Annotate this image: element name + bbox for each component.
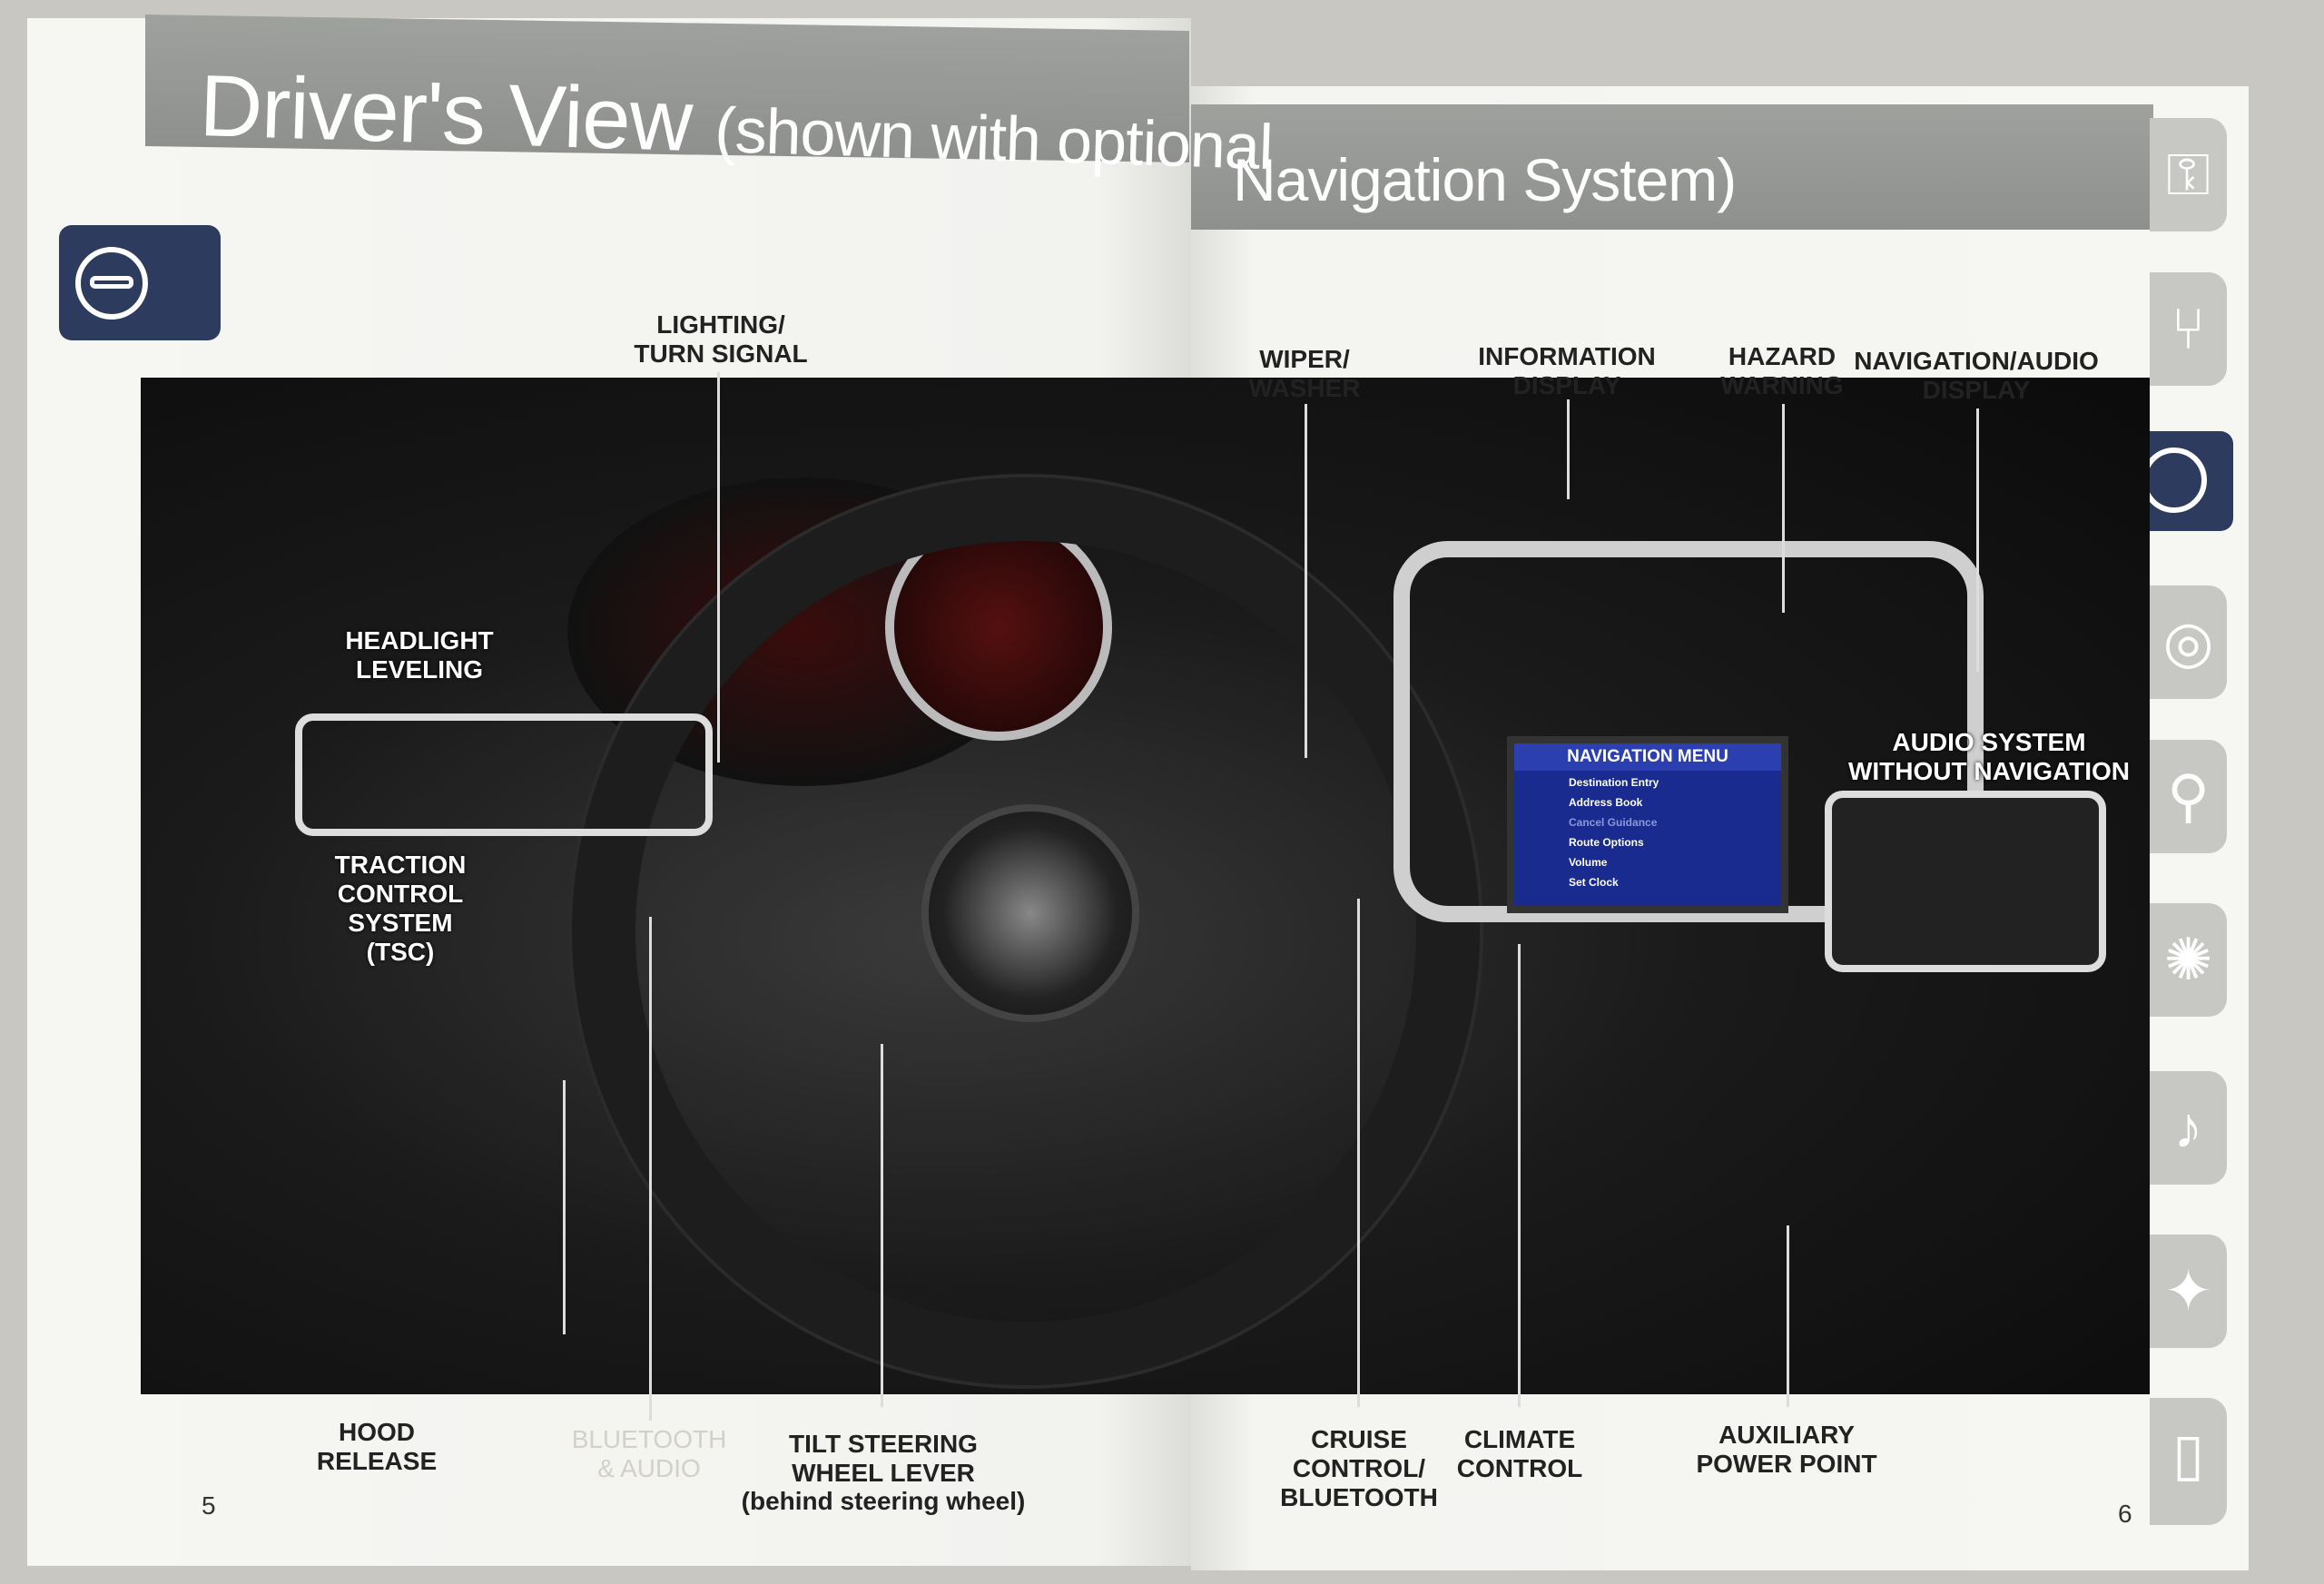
title-band-right <box>1191 104 2153 230</box>
label-lighting-turn-signal: LIGHTING/ TURN SIGNAL <box>634 310 808 368</box>
page-number-right: 6 <box>2118 1500 2132 1528</box>
callout-line <box>1782 404 1785 613</box>
callout-line <box>649 917 652 1421</box>
climate-icon[interactable]: ✺ <box>2150 903 2227 1017</box>
callout-line <box>1305 404 1307 758</box>
callout-line <box>1976 408 1979 672</box>
label-navigation-audio-display: NAVIGATION/AUDIO DISPLAY <box>1854 347 2099 404</box>
page-title-continued: Navigation System) <box>1233 146 1737 213</box>
callout-line <box>1518 944 1521 1407</box>
callout-line <box>563 1080 566 1334</box>
music-icon[interactable]: ♪ <box>2150 1071 2227 1185</box>
label-audio-without-navigation: AUDIO SYSTEM WITHOUT NAVIGATION <box>1847 728 2131 785</box>
label-hazard-warning: HAZARD WARNING <box>1720 342 1844 399</box>
headlight-leveling-callout <box>295 713 713 836</box>
nav-menu-item[interactable]: Volume <box>1569 856 1608 869</box>
label-auxiliary-power-point: AUXILIARY POWER POINT <box>1696 1421 1877 1478</box>
callout-line <box>1357 899 1360 1407</box>
callout-line <box>1787 1225 1789 1407</box>
mazda-logo <box>921 804 1139 1022</box>
label-information-display: INFORMATION DISPLAY <box>1478 342 1656 399</box>
phone-icon[interactable]: ▯ <box>2150 1398 2227 1525</box>
navigation-screen: NAVIGATION MENU Destination Entry Addres… <box>1507 736 1788 913</box>
label-cruise-control: CRUISE CONTROL/ BLUETOOTH <box>1280 1425 1438 1511</box>
label-traction-control: TRACTION CONTROL SYSTEM (TSC) <box>334 851 467 966</box>
section-tab-left[interactable] <box>59 225 221 340</box>
label-hood-release: HOOD RELEASE <box>316 1418 438 1475</box>
dashboard-photo: NAVIGATION MENU Destination Entry Addres… <box>141 378 2150 1394</box>
page-number-left: 5 <box>202 1491 216 1520</box>
nav-menu-item[interactable]: Route Options <box>1569 836 1644 849</box>
label-headlight-leveling: HEADLIGHT LEVELING <box>345 626 494 684</box>
callout-line <box>881 1044 883 1407</box>
callout-line <box>717 372 720 762</box>
audio-unit-callout <box>1825 791 2106 972</box>
nav-menu-title: NAVIGATION MENU <box>1514 743 1781 771</box>
label-tilt-steering: TILT STEERING WHEEL LEVER <box>789 1430 978 1487</box>
callout-line <box>1567 399 1570 499</box>
nav-menu-item[interactable]: Set Clock <box>1569 876 1619 889</box>
gauges-icon[interactable]: ◎ <box>2150 585 2227 699</box>
steering-wheel-icon <box>75 247 148 320</box>
steering-wheel-icon <box>2142 448 2207 513</box>
search-icon[interactable]: ⚲ <box>2150 740 2227 853</box>
nav-menu-item[interactable]: Address Book <box>1569 796 1643 809</box>
nav-menu-item[interactable]: Cancel Guidance <box>1569 816 1658 829</box>
key-icon[interactable]: ⚿ <box>2150 118 2227 231</box>
label-wiper-washer: WIPER/ WASHER <box>1248 345 1361 402</box>
label-climate-control: CLIMATE CONTROL <box>1456 1425 1583 1482</box>
nav-menu-item[interactable]: Destination Entry <box>1569 776 1659 789</box>
seat-icon[interactable]: ⑂ <box>2150 272 2227 386</box>
compass-icon[interactable]: ✦ <box>2150 1235 2227 1348</box>
label-tilt-note: (behind steering wheel) <box>741 1487 1026 1515</box>
label-bluetooth-audio: BLUETOOTH & AUDIO <box>571 1425 727 1482</box>
